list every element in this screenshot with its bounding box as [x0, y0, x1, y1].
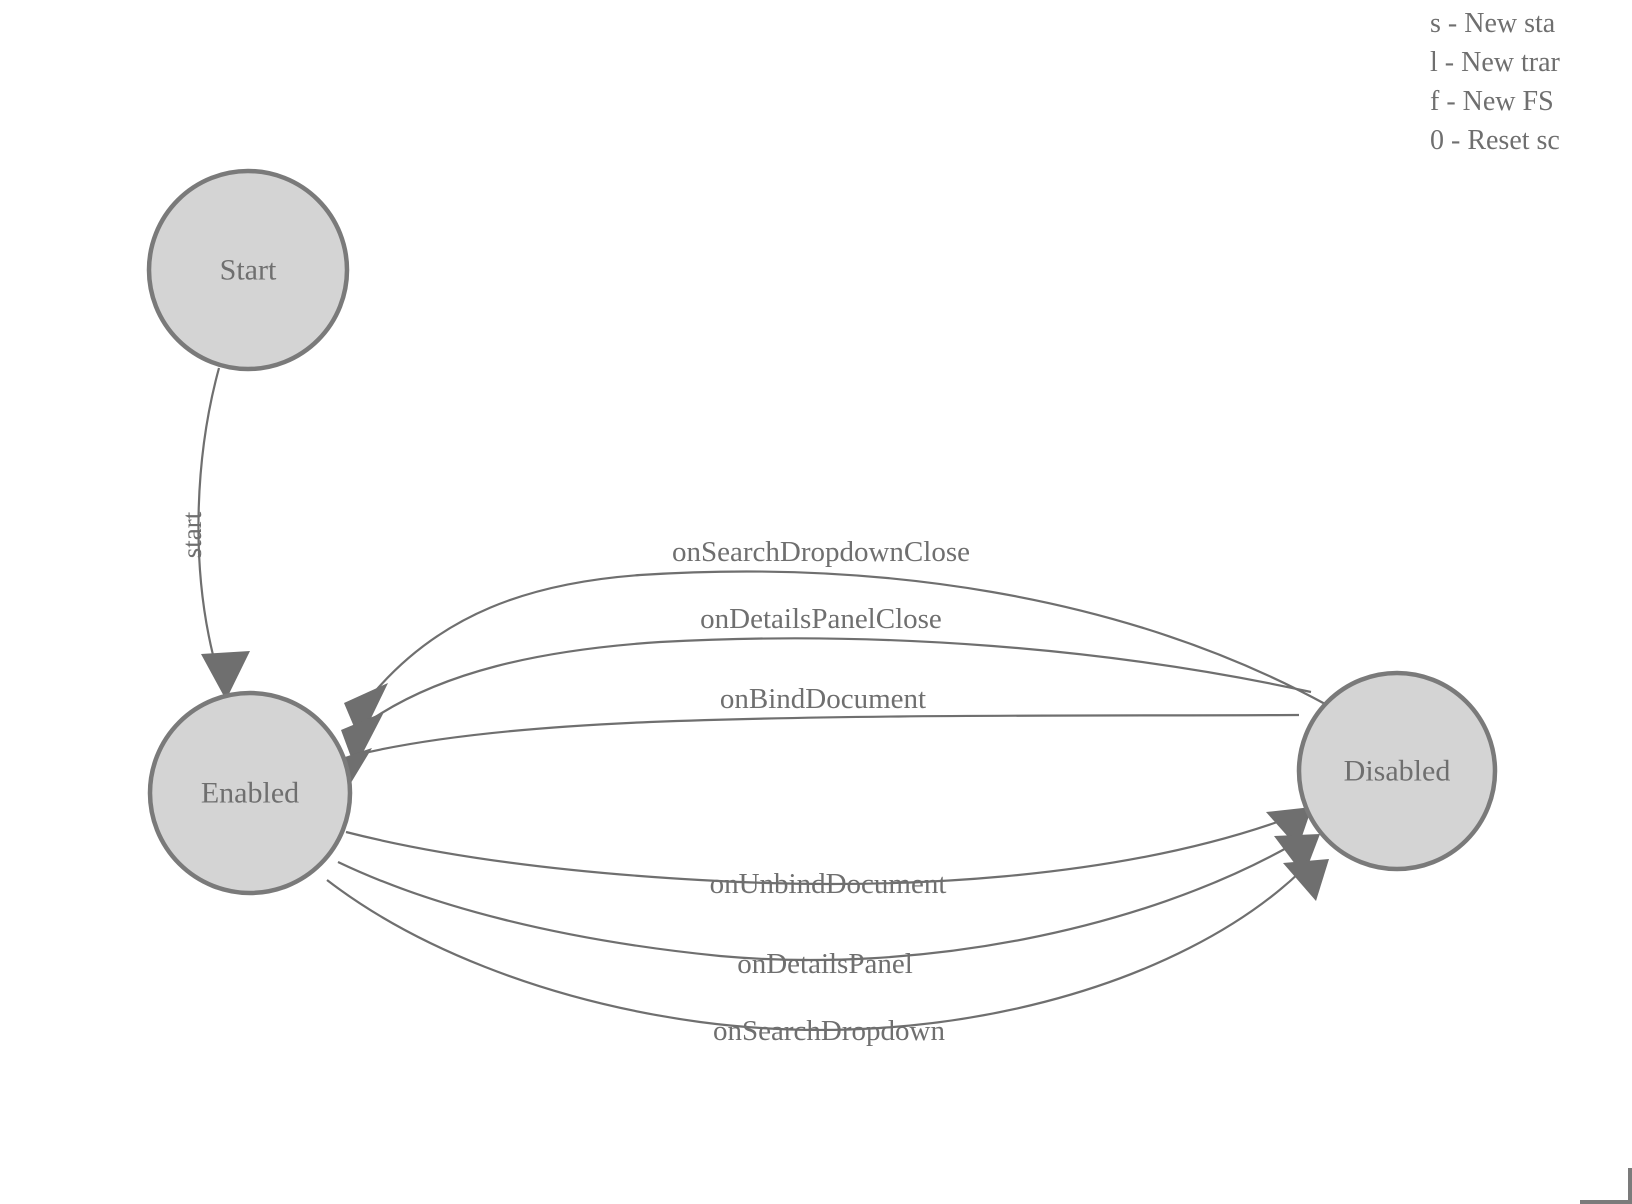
state-node-start[interactable]: Start — [146, 168, 350, 372]
state-node-enabled[interactable]: Enabled — [147, 690, 353, 896]
transition-label-onsearchdropdown: onSearchDropdown — [713, 1015, 945, 1047]
transition-path[interactable] — [345, 818, 1284, 886]
state-node-shape[interactable] — [147, 690, 353, 896]
help-line-new-transition: l - New trar — [1430, 47, 1560, 78]
help-line-new-fsm: f - New FS — [1430, 86, 1554, 117]
transition-label-ondetailspanelclose: onDetailsPanelClose — [700, 603, 942, 635]
state-node-shape[interactable] — [146, 168, 350, 372]
transition-label-onbinddocument: onBindDocument — [720, 683, 926, 715]
arrowhead-icon — [201, 651, 250, 700]
transition-path[interactable] — [326, 871, 1301, 1031]
arrowhead-icon — [1283, 859, 1329, 901]
state-node-label: Start — [220, 254, 277, 287]
transition-label-start: start — [177, 511, 207, 558]
transition-disabled-to-enabled-onbinddocument[interactable] — [330, 713, 1300, 796]
help-line-reset: 0 - Reset sc — [1430, 125, 1560, 156]
state-node-label: Enabled — [201, 777, 299, 810]
state-node-shape[interactable] — [1296, 670, 1498, 872]
handle-vertical-bar — [1628, 1168, 1632, 1204]
arrowhead-icon — [341, 712, 384, 768]
help-legend-overlay: s - New sta l - New trar f - New FS 0 - … — [1430, 0, 1632, 160]
transition-label-onunbinddocument: onUnbindDocument — [710, 868, 947, 900]
transition-enabled-to-disabled-ondetailspanel[interactable] — [337, 834, 1320, 962]
transition-path[interactable] — [367, 637, 1312, 723]
transition-path[interactable] — [197, 367, 221, 656]
transition-enabled-to-disabled-onsearchdropdown[interactable] — [326, 859, 1329, 1031]
help-line-new-state: s - New sta — [1430, 8, 1556, 39]
transition-path[interactable] — [371, 570, 1328, 706]
canvas-resize-handle[interactable] — [1574, 1156, 1632, 1204]
transition-path[interactable] — [355, 713, 1300, 757]
transition-start-to-enabled[interactable] — [197, 367, 250, 700]
transition-label-onsearchdropdownclose: onSearchDropdownClose — [672, 536, 970, 568]
transition-disabled-to-enabled-ondetailspanelclose[interactable] — [341, 637, 1312, 768]
handle-horizontal-bar — [1580, 1200, 1632, 1204]
transition-label-ondetailspanel: onDetailsPanel — [737, 948, 913, 980]
arrowhead-icon — [1274, 834, 1320, 876]
state-node-disabled[interactable]: Disabled — [1296, 670, 1498, 872]
state-node-label: Disabled — [1344, 755, 1451, 788]
transition-path[interactable] — [337, 845, 1291, 962]
